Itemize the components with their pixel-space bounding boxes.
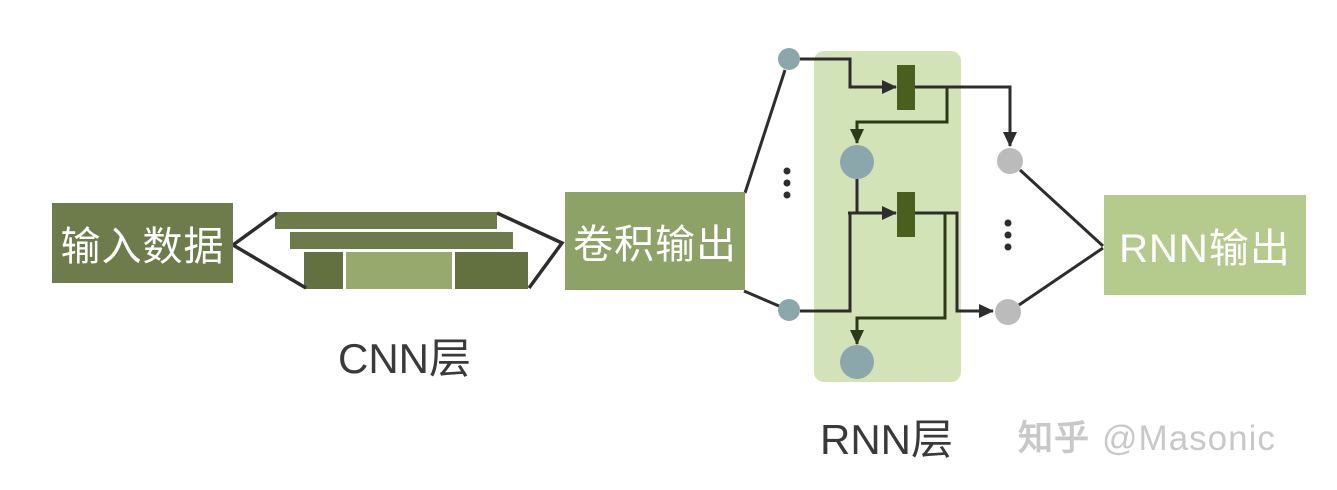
input-node-bottom [778, 299, 800, 321]
output-node-1 [997, 148, 1023, 174]
ellipsis-dot [1004, 219, 1012, 227]
conv-output-box-label: 卷积输出 [573, 223, 737, 267]
rnn-output-box: RNN输出 [1104, 195, 1306, 295]
ellipsis-dot [783, 191, 791, 199]
cnn-feature-bar-2 [290, 232, 513, 249]
cnn-feature-bar-3-middle-segment [346, 252, 452, 289]
edge-output-node-2-to-rnn-output [1018, 246, 1104, 307]
hidden-node-2 [840, 345, 874, 379]
edge-conv-to-input-node-top [743, 69, 787, 194]
rnn-cell-2 [897, 192, 915, 237]
cnn-feature-bar-3-right-segment [455, 252, 528, 289]
watermark: 知乎 @Masonic [1018, 410, 1276, 461]
watermark-brand: 知乎 [1018, 419, 1091, 458]
ellipsis-dot [1004, 231, 1012, 239]
conv-output-box: 卷积输出 [565, 192, 745, 290]
ellipsis-left-icon [783, 167, 791, 199]
input-data-box: 输入数据 [52, 203, 233, 283]
wire-cell2-to-output-node-2 [915, 211, 994, 318]
edge-conv-to-input-node-bottom [743, 289, 780, 308]
cnn-feature-bar-3-left-segment [304, 252, 343, 289]
rnn-cell-1 [897, 65, 915, 110]
bracket-cnn-to-conv [496, 211, 565, 290]
cnn-layer-caption: CNN层 [338, 335, 471, 382]
input-data-box-label: 输入数据 [60, 225, 225, 269]
edge-output-node-1-to-rnn-output [1018, 168, 1105, 248]
rnn-region-background [814, 51, 961, 382]
rnn-output-box-label: RNN输出 [1119, 227, 1291, 271]
ellipsis-dot [1004, 243, 1012, 251]
input-node-top [778, 48, 800, 70]
output-node-2 [995, 299, 1021, 325]
bracket-input-to-cnn [229, 211, 307, 290]
rnn-layer-caption: RNN层 [820, 416, 953, 463]
cnn-feature-bar-1 [275, 212, 497, 229]
wire-input1-to-cell1 [800, 57, 897, 94]
ellipsis-dot [783, 167, 791, 175]
ellipsis-right-icon [1004, 219, 1012, 251]
wire-cell2-to-hidden-node-2 [850, 213, 947, 345]
wire-cell1-to-hidden-node-1 [850, 87, 949, 144]
ellipsis-dot [783, 179, 791, 187]
hidden-node-1 [840, 145, 874, 179]
wire-input2-to-cell2 [800, 213, 852, 313]
watermark-handle: @Masonic [1102, 419, 1276, 458]
